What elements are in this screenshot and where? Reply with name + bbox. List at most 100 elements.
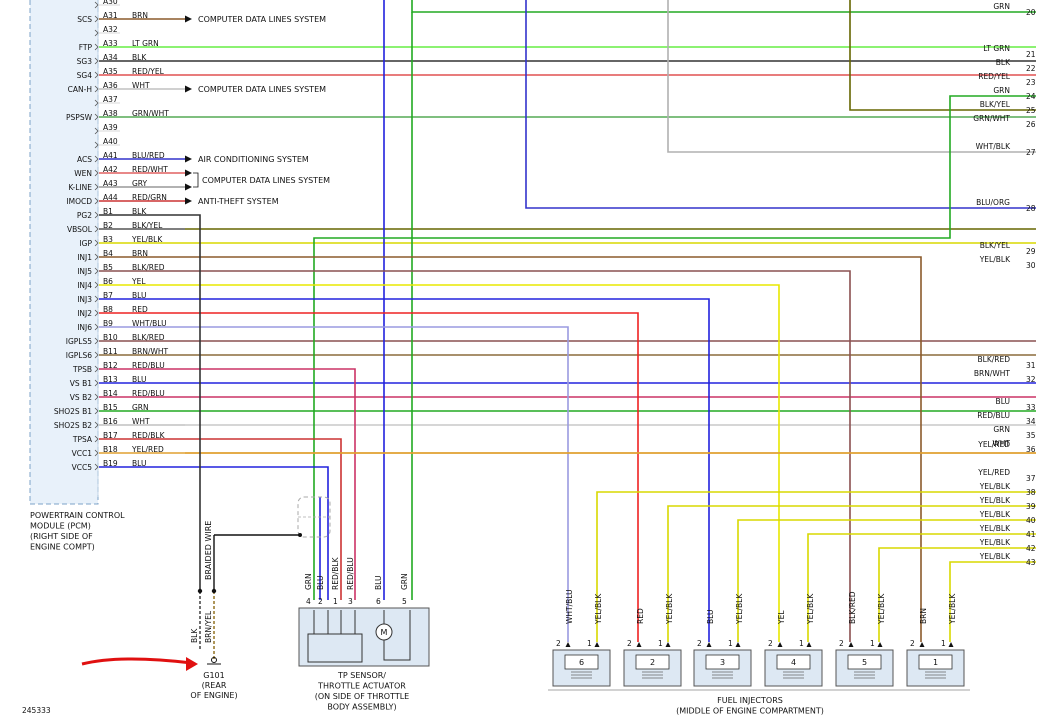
right-wire-color: YEL/BLK bbox=[979, 552, 1011, 561]
pin-chevron bbox=[94, 155, 99, 163]
bracket bbox=[193, 172, 199, 188]
pin-chevron bbox=[94, 337, 99, 345]
pin-number: B15 bbox=[103, 403, 118, 412]
injector-number: 6 bbox=[579, 658, 584, 667]
wire-tpsa bbox=[185, 438, 342, 600]
pin-number: A33 bbox=[103, 39, 118, 48]
signal-name: IGP bbox=[79, 239, 92, 248]
pin-chevron bbox=[94, 267, 99, 275]
right-wire-color: GRN/WHT bbox=[973, 114, 1010, 123]
injector-wire-color: YEL/BLK bbox=[948, 593, 957, 625]
pin-chevron bbox=[94, 253, 99, 261]
pin-number: A41 bbox=[103, 151, 118, 160]
wire-inj-power bbox=[807, 533, 1036, 642]
system-label-immo: ANTI-THEFT SYSTEM bbox=[198, 197, 279, 206]
injector-wire-color: YEL bbox=[777, 610, 786, 625]
right-wire-color: BLK bbox=[996, 58, 1011, 67]
pin-number: B14 bbox=[103, 389, 118, 398]
injector-pin-arrow bbox=[706, 642, 712, 647]
system-label-ac: AIR CONDITIONING SYSTEM bbox=[198, 155, 309, 164]
right-terminal-number: 38 bbox=[1026, 488, 1036, 497]
ground-location: (REAR bbox=[202, 681, 227, 690]
wire-27 bbox=[667, 0, 1036, 153]
injector-wire-color: YEL/BLK bbox=[735, 593, 744, 625]
system-label-scs: COMPUTER DATA LINES SYSTEM bbox=[198, 15, 326, 24]
pin-chevron bbox=[94, 239, 99, 247]
pin-number: A34 bbox=[103, 53, 118, 62]
pin-chevron bbox=[94, 183, 99, 191]
pin-number: B17 bbox=[103, 431, 118, 440]
right-terminal-number: 41 bbox=[1026, 530, 1036, 539]
right-wire-color: WHT/BLK bbox=[976, 142, 1011, 151]
right-wire-color: GRN bbox=[993, 86, 1010, 95]
injector-pin-number: 2 bbox=[910, 639, 915, 648]
ground-name: G101 bbox=[203, 671, 224, 680]
injectors-caption: (MIDDLE OF ENGINE COMPARTMENT) bbox=[676, 707, 824, 716]
pin-chevron bbox=[94, 169, 99, 177]
signal-name: SHO2S B2 bbox=[54, 421, 92, 430]
injector-coil bbox=[705, 654, 740, 670]
system-arrow bbox=[185, 15, 192, 23]
wire-color-label: YEL bbox=[131, 277, 146, 286]
signal-name: VCC1 bbox=[72, 449, 93, 458]
injector-pin-number: 2 bbox=[839, 639, 844, 648]
injector-pin-number: 1 bbox=[728, 639, 733, 648]
right-wire-color: YEL/RED bbox=[977, 468, 1010, 477]
right-terminal-number: 22 bbox=[1026, 64, 1036, 73]
wire-color-label: RED/BLU bbox=[132, 361, 165, 370]
injector-wire-color: BRN bbox=[919, 608, 928, 624]
wire-color-label: BLU/RED bbox=[132, 151, 165, 160]
injector-coil bbox=[635, 654, 670, 670]
pin-chevron bbox=[94, 379, 99, 387]
tp-wire-color: GRN bbox=[304, 573, 313, 590]
right-terminal-number: 37 bbox=[1026, 474, 1036, 483]
signal-name: SG3 bbox=[77, 57, 93, 66]
signal-name: IMOCD bbox=[66, 197, 92, 206]
right-wire-color: LT GRN bbox=[983, 44, 1010, 53]
pin-number: A36 bbox=[103, 81, 118, 90]
pin-number: A43 bbox=[103, 179, 118, 188]
injector-wire-color: YEL/BLK bbox=[877, 593, 886, 625]
pin-number: A40 bbox=[103, 137, 118, 146]
injector-pin-arrow bbox=[919, 642, 925, 647]
wire-color-label: GRY bbox=[132, 179, 148, 188]
injector-pin-arrow bbox=[735, 642, 741, 647]
wire-color-label: YEL/BLK bbox=[131, 235, 163, 244]
wire-color-label: BLK/RED bbox=[132, 333, 165, 342]
wire-28 bbox=[525, 0, 1036, 209]
wire-color-label: BRN bbox=[132, 11, 148, 20]
right-terminal-number: 39 bbox=[1026, 502, 1036, 511]
wire-inj6 bbox=[185, 326, 569, 642]
wire-inj2 bbox=[185, 312, 639, 642]
ground-wire-label: BRN/YEL bbox=[204, 610, 213, 643]
system-arrow bbox=[185, 183, 192, 191]
pin-chevron bbox=[94, 43, 99, 51]
right-terminal-number: 27 bbox=[1026, 148, 1036, 157]
pin-chevron bbox=[94, 71, 99, 79]
pin-chevron bbox=[94, 113, 99, 121]
right-wire-color: GRN bbox=[993, 2, 1010, 11]
wire-inj4 bbox=[185, 284, 780, 642]
pin-number: B19 bbox=[103, 459, 118, 468]
wire-inj1 bbox=[185, 256, 922, 642]
pin-number: B11 bbox=[103, 347, 118, 356]
injector-pin-arrow bbox=[565, 642, 571, 647]
pcm-label: POWERTRAIN CONTROL bbox=[30, 511, 125, 520]
wire-20 bbox=[411, 0, 1036, 13]
injector-wire-color: YEL/BLK bbox=[594, 593, 603, 625]
injector-pin-arrow bbox=[777, 642, 783, 647]
signal-name: INJ3 bbox=[77, 295, 92, 304]
tp-pin-number: 2 bbox=[318, 597, 323, 606]
wire-inj5 bbox=[185, 270, 851, 642]
pin-number: B12 bbox=[103, 361, 118, 370]
injector-wire-color: BLK/RED bbox=[848, 591, 857, 624]
wire-color-label: BLK/YEL bbox=[132, 221, 163, 230]
injector-wire-color: YEL/BLK bbox=[665, 593, 674, 625]
tp-caption: (ON SIDE OF THROTTLE bbox=[315, 692, 409, 701]
pin-number: A44 bbox=[103, 193, 118, 202]
wire-tpsb bbox=[185, 368, 356, 600]
motor-lead bbox=[383, 610, 411, 661]
injector-pin-arrow bbox=[848, 642, 854, 647]
signal-name: INJ5 bbox=[77, 267, 92, 276]
injector-pin-arrow bbox=[948, 642, 954, 647]
